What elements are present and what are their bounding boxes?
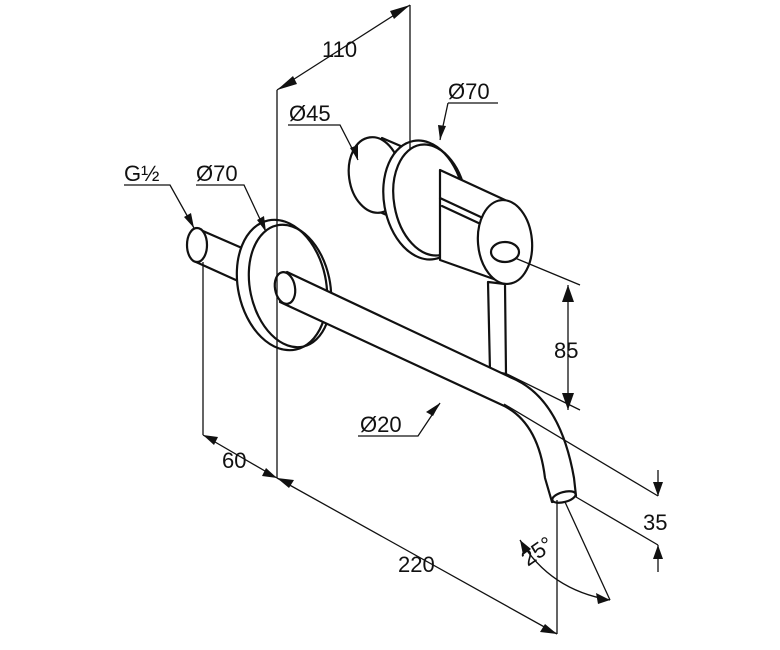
spout-diameter-70-label: Ø70 [196,161,238,186]
diameter-45-label: Ø45 [289,101,331,126]
mixer-diameter-70-label: Ø70 [448,79,490,104]
drop-35-label: 35 [643,510,667,535]
diameter-20-label: Ø20 [360,412,402,437]
angle-25-label: 25° [516,531,558,571]
spout-assembly [185,218,578,504]
depth-60-label: 60 [222,448,246,473]
thread-g-half-label: G½ [124,161,159,186]
mixer-body [347,136,534,376]
dimension-110-label: 110 [322,37,357,62]
height-85-label: 85 [554,338,578,363]
length-220-label: 220 [398,552,435,577]
dimension-lines [124,4,663,635]
